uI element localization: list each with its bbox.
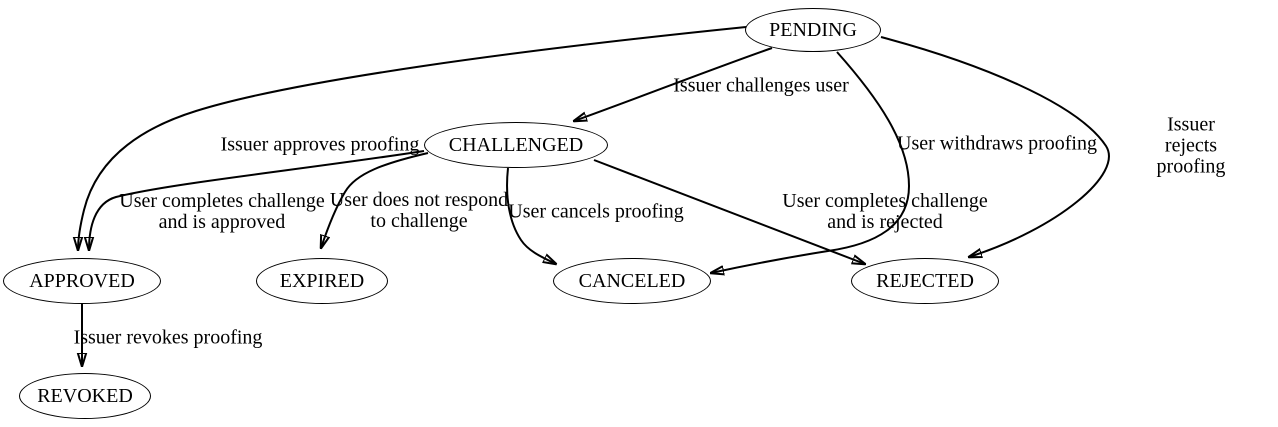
edge-label-user-does-not-respond: User does not respond to challenge [329,189,509,232]
node-challenged: CHALLENGED [424,122,608,168]
edge-label-issuer-approves-proofing: Issuer approves proofing [220,133,420,156]
edge-challenged-rejected [593,159,865,264]
edge-label-user-withdraws-proofing: User withdraws proofing [897,132,1097,155]
edge-label-issuer-revokes-proofing: Issuer revokes proofing [73,326,263,349]
edge-pending-canceled [711,51,911,273]
node-canceled-label: CANCELED [578,269,686,292]
edge-label-issuer-rejects-proofing: Issuer rejects proofing [1156,113,1226,178]
node-rejected-label: REJECTED [876,269,974,292]
edge-pending-challenged [574,47,773,121]
edge-challenged-expired [321,152,429,248]
edge-label-user-completes-challenge-rejected: User completes challenge and is rejected [782,190,988,233]
node-rejected: REJECTED [851,258,999,304]
edge-challenged-canceled [506,167,556,264]
edge-label-user-completes-challenge-approved: User completes challenge and is approved [119,190,325,233]
edge-label-user-cancels-proofing: User cancels proofing [508,200,684,223]
edge-challenged-approved [89,150,425,250]
node-revoked: REVOKED [19,373,151,419]
edge-pending-approved [78,26,747,250]
node-expired-label: EXPIRED [279,269,365,292]
edge-pending-rejected [880,36,1110,257]
node-expired: EXPIRED [256,258,388,304]
edge-label-issuer-challenges-user: Issuer challenges user [673,74,849,97]
node-challenged-label: CHALLENGED [448,133,584,156]
node-approved-label: APPROVED [29,269,135,292]
node-pending: PENDING [745,8,881,52]
node-canceled: CANCELED [553,258,711,304]
node-pending-label: PENDING [769,18,857,41]
node-revoked-label: REVOKED [37,384,133,407]
node-approved: APPROVED [3,258,161,304]
